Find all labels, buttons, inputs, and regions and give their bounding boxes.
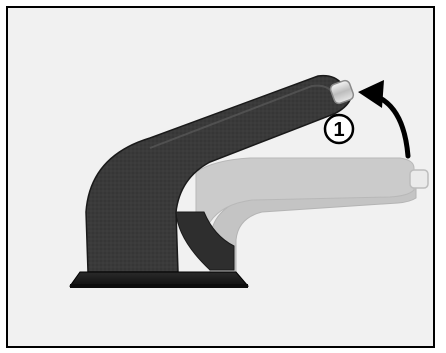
base-bottom <box>70 284 248 288</box>
lever-base <box>70 272 248 288</box>
curved-arrow-up-icon <box>358 80 408 156</box>
callout-number: 1 <box>333 119 344 141</box>
button-lowered <box>410 170 428 188</box>
base-plate <box>70 272 248 286</box>
callout-1: 1 <box>325 115 353 143</box>
